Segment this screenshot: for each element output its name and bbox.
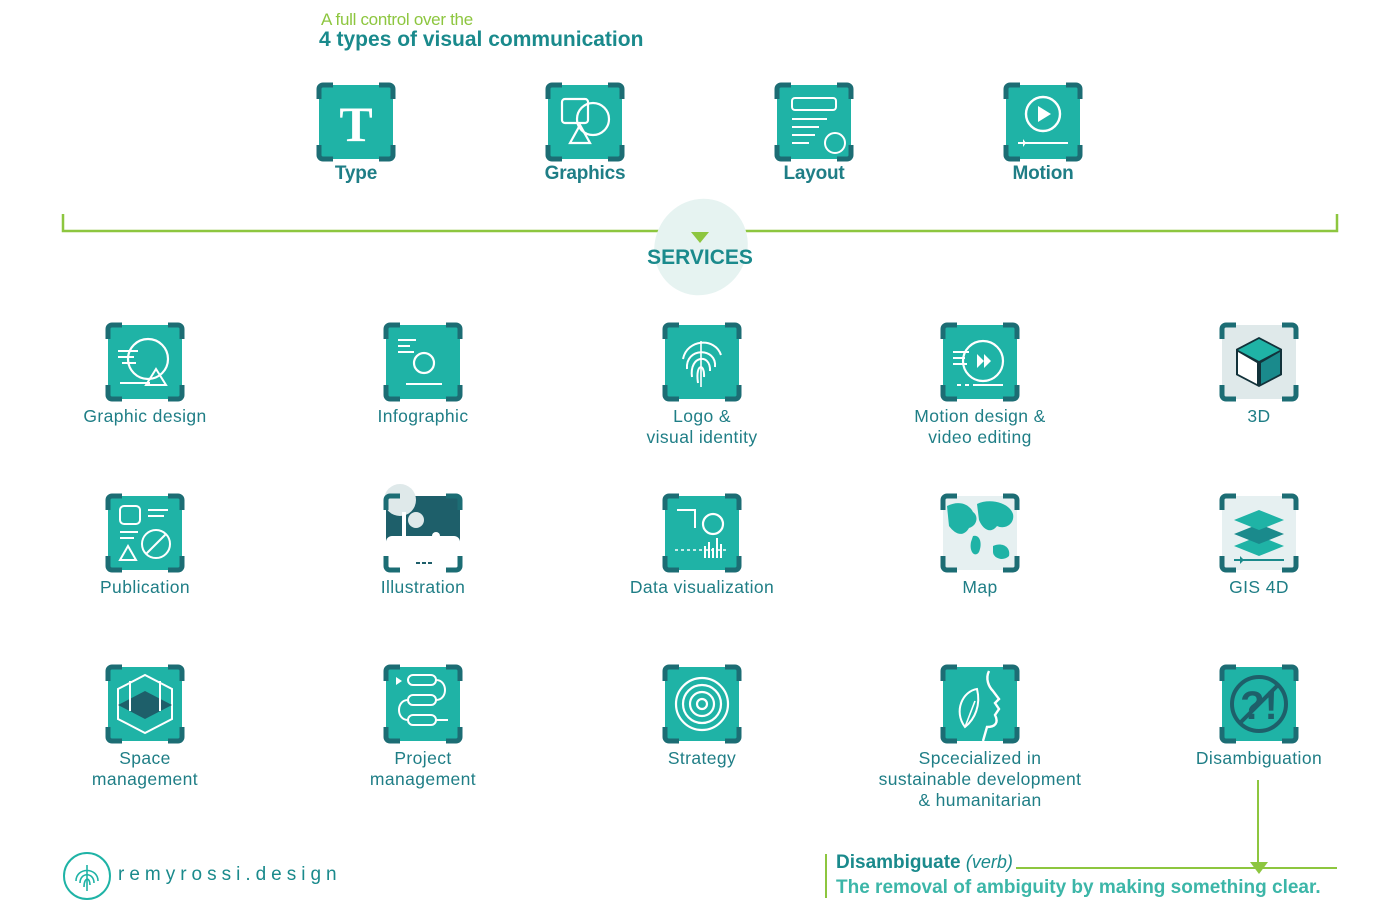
header-subtitle: A full control over the (321, 10, 473, 29)
layers-tile (1112, 493, 1306, 626)
illustration-tile (276, 484, 470, 626)
definition-word: Disambiguate (836, 852, 961, 873)
definition-text: The removal of ambiguity by making somet… (836, 877, 1321, 898)
header-title: 4 types of visual communication (319, 28, 644, 51)
service-label: GIS 4D (1139, 577, 1379, 598)
service-label-line: 3D (1247, 406, 1271, 426)
no-question-tile: ?! (1112, 664, 1306, 797)
infographic-tile (276, 322, 470, 455)
space-tile (0, 664, 192, 797)
services-title: SERVICES (647, 246, 753, 269)
service-label-line: management (91, 769, 199, 789)
motion-tile (896, 82, 1090, 215)
service-label: Motion design &video editing (860, 406, 1100, 448)
definition-part-of-speech: (verb) (965, 852, 1013, 872)
service-label: Infographic (303, 406, 543, 427)
svg-text:?!: ?! (1240, 684, 1278, 728)
service-label: Strategy (582, 748, 822, 769)
world-map-tile (833, 493, 1027, 626)
graphic-design-tile (0, 322, 192, 455)
service-label: Graphic design (25, 406, 265, 427)
flowchart-tile (276, 664, 470, 797)
service-label-line: GIS 4D (1229, 577, 1289, 597)
down-arrow-icon (1250, 862, 1268, 874)
service-label-line: Data visualization (629, 577, 775, 597)
service-label-line: video editing (928, 427, 1032, 447)
service-label-line: Infographic (377, 406, 469, 426)
service-label: Logo &visual identity (582, 406, 822, 448)
fast-forward-tile (833, 322, 1027, 455)
graphics-tile (438, 82, 632, 215)
definition-term: Disambiguate (verb) (836, 852, 1013, 874)
target-tile (555, 664, 749, 797)
type-label: Type (334, 163, 378, 184)
type-label: Layout (783, 163, 845, 184)
service-label-line: & humanitarian (918, 790, 1042, 810)
service-label-line: Motion design & (914, 406, 1046, 426)
service-label-line: Logo & (673, 406, 731, 426)
service-label-line: management (369, 769, 477, 789)
service-label-line: Graphic design (83, 406, 207, 426)
fingerprint-logo-icon (63, 852, 111, 900)
service-label: Data visualization (582, 577, 822, 598)
data-visualization-tile (555, 493, 749, 626)
down-arrow-icon (691, 232, 709, 243)
layout-tile (667, 82, 861, 215)
fingerprint-tile (555, 322, 749, 455)
type-tile: T (209, 82, 403, 215)
brand-name: remyrossi.design (118, 864, 342, 885)
service-label-line: Space (119, 748, 171, 768)
service-label: Map (860, 577, 1100, 598)
service-label: Illustration (303, 577, 543, 598)
cube-tile (1112, 322, 1306, 455)
publication-tile (0, 493, 192, 626)
service-label-line: Illustration (380, 577, 466, 597)
service-label-line: Map (962, 577, 998, 597)
leaf-face-tile (833, 664, 1027, 797)
service-label: Disambiguation (1139, 748, 1379, 769)
svg-text:T: T (339, 96, 372, 152)
service-label-line: Spcecialized in (918, 748, 1042, 768)
service-label-line: Publication (99, 577, 190, 597)
service-label-line: Disambiguation (1195, 748, 1323, 768)
service-label-line: Project (394, 748, 452, 768)
service-label-line: sustainable development (878, 769, 1082, 789)
type-label: Motion (1012, 163, 1074, 184)
service-label-line: Strategy (667, 748, 737, 768)
service-label-line: visual identity (646, 427, 758, 447)
service-label: 3D (1139, 406, 1379, 427)
service-label: Publication (25, 577, 265, 598)
type-label: Graphics (544, 163, 626, 184)
